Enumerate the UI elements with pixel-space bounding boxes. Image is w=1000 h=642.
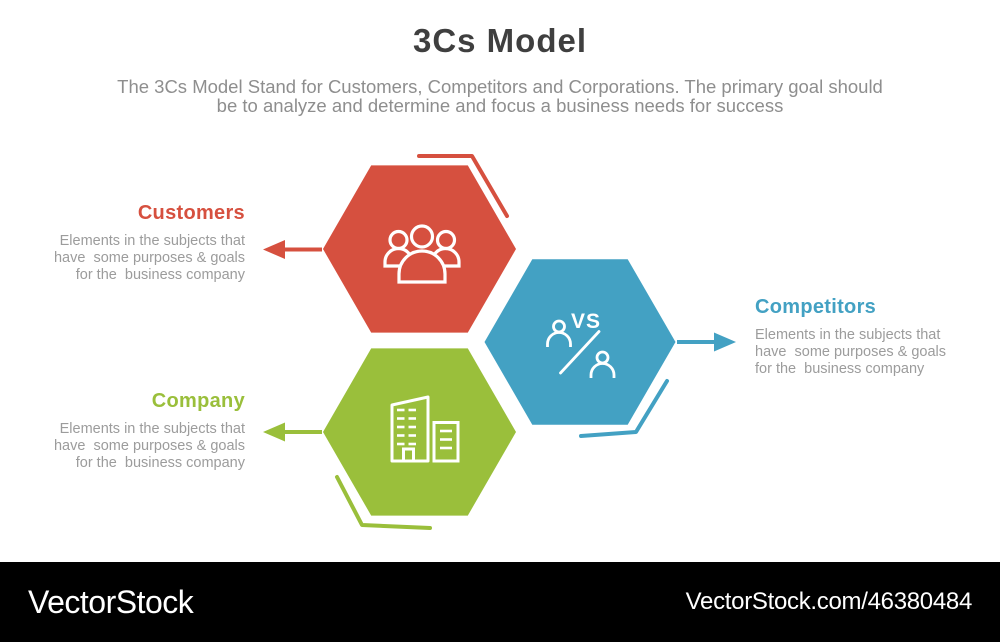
company-description: Elements in the subjects that have some … [15, 421, 245, 472]
customers-arrow-left-icon [263, 240, 322, 259]
competitors-label: Competitors [755, 296, 877, 318]
competitors-desc-line: have some purposes & goals [755, 344, 947, 360]
watermark-bar: VectorStock VectorStock.com/46380484 [0, 562, 1000, 642]
image-credit-url: VectorStock.com/46380484 [685, 588, 973, 615]
company-hexagon [323, 348, 516, 516]
customers-desc-line: Elements in the subjects that [59, 233, 245, 249]
company-desc-line: for the business company [75, 455, 245, 471]
vs-comparison-icon: VS [546, 310, 616, 378]
competitors-corner-line [579, 379, 669, 438]
competitors-hexagon [484, 259, 676, 425]
hexagon-diagram: VS [263, 154, 736, 530]
company-arrow-left-icon [263, 422, 322, 442]
company-desc-line: Elements in the subjects that [59, 421, 245, 437]
people-group-icon [383, 224, 461, 284]
customers-corner-line [417, 154, 509, 218]
competitors-arrow-right-icon [677, 332, 736, 352]
company-desc-line: have some purposes & goals [53, 438, 245, 454]
company-label: Company [151, 390, 245, 412]
company-section: Company Elements in the subjects that ha… [15, 390, 245, 472]
subtitle-line-1: The 3Cs Model Stand for Customers, Compe… [117, 76, 883, 97]
customers-section: Customers Elements in the subjects that … [15, 202, 245, 284]
competitors-desc-line: for the business company [755, 361, 925, 377]
vectorstock-logo: VectorStock [28, 583, 194, 620]
competitors-section: Competitors Elements in the subjects tha… [755, 296, 985, 378]
competitors-desc-line: Elements in the subjects that [755, 327, 941, 343]
competitors-description: Elements in the subjects that have some … [755, 327, 985, 378]
customers-desc-line: for the business company [75, 267, 245, 283]
company-corner-line [335, 475, 432, 530]
page-subtitle: The 3Cs Model Stand for Customers, Compe… [0, 77, 1000, 115]
customers-description: Elements in the subjects that have some … [15, 233, 245, 284]
vs-label: VS [571, 310, 601, 333]
office-building-icon [390, 395, 460, 463]
customers-hexagon [323, 165, 516, 333]
page-title: 3Cs Model [412, 22, 588, 59]
subtitle-line-2: be to analyze and determine and focus a … [216, 95, 784, 116]
customers-desc-line: have some purposes & goals [53, 250, 245, 266]
customers-label: Customers [137, 202, 245, 224]
